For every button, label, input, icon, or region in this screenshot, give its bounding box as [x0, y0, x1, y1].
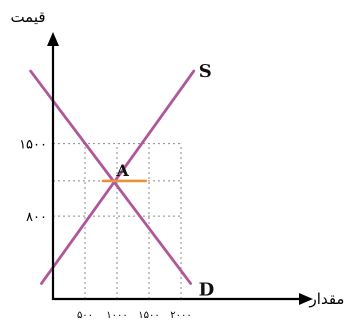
point-label-a: A [115, 161, 129, 180]
x-tick-labels: ۵۰۰ ۱۰۰۰ ۱۵۰۰ ۲۰۰۰ [77, 310, 192, 321]
x-axis-title: مقدار [309, 290, 345, 308]
x-tick-label: ۱۰۰۰ [106, 310, 127, 321]
curves: SD [29, 61, 215, 300]
x-tick-label: ۱۵۰۰ [138, 310, 159, 321]
curve-d [29, 69, 193, 285]
x-tick-label: ۲۰۰۰ [170, 310, 191, 321]
y-axis-arrowhead [47, 32, 59, 46]
annotations: A [101, 161, 148, 183]
y-tick-label: ۸۰۰ [26, 210, 47, 225]
y-tick-label: ۱۵۰۰ [19, 138, 47, 153]
x-tick-label: ۵۰۰ [77, 310, 93, 321]
curve-label-d: D [199, 279, 215, 300]
guide-lines [53, 143, 182, 299]
curve-s [40, 69, 196, 285]
y-axis-title: قیمت [10, 8, 45, 26]
x-axis-arrowhead [299, 293, 313, 305]
curve-label-s: S [199, 61, 212, 82]
y-tick-labels: ۸۰۰ ۱۵۰۰ [19, 138, 47, 226]
